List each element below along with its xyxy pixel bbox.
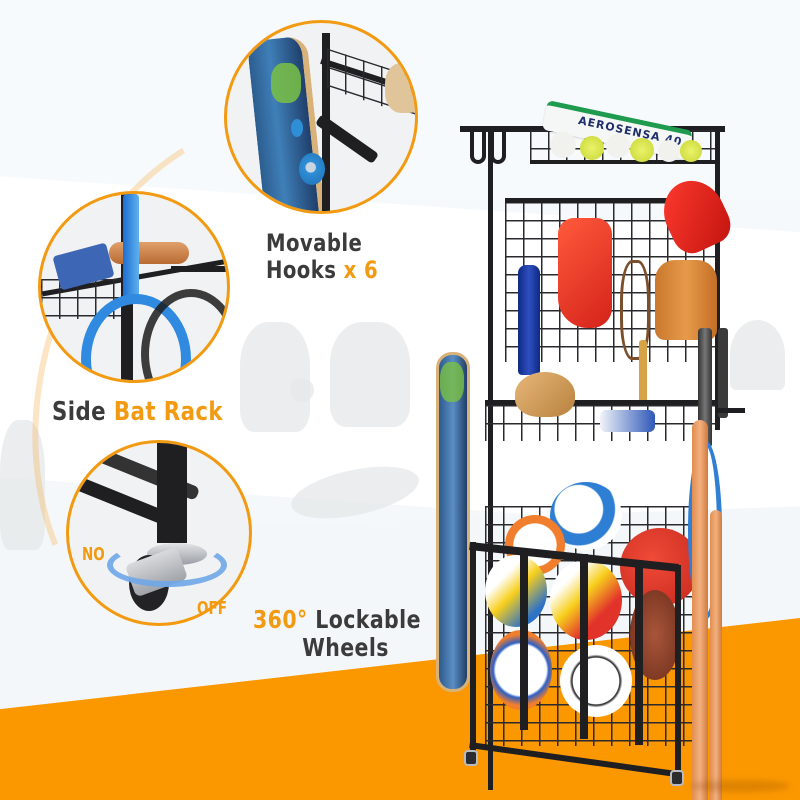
- tennis-ball: [680, 140, 702, 162]
- racket-handle: [123, 194, 139, 304]
- wheels-label-line1: 360° Lockable: [253, 606, 421, 634]
- ball-bin-strap: [520, 550, 528, 730]
- racket-handle: [698, 328, 712, 448]
- baseball: [550, 132, 576, 158]
- bat-holder-arm: [171, 266, 227, 272]
- basketball-player-silhouette: [240, 322, 310, 432]
- bat-rack-arm: [715, 408, 745, 413]
- glove-in-basket: [515, 372, 575, 417]
- bat-rack-label-accent: Bat Rack: [113, 397, 224, 427]
- hooks-label-line1: Movable: [266, 229, 363, 257]
- lock-label-off: OFF: [197, 598, 227, 619]
- wheels-label-accent: 360°: [253, 605, 308, 634]
- hooks-callout-circle: [224, 20, 418, 214]
- glove-in-basket: [385, 63, 415, 113]
- middle-basket-rim: [485, 400, 725, 405]
- volleyball-yellow: [485, 555, 547, 627]
- wheels-callout-image: [69, 443, 249, 623]
- caster-wheel-front-right: [670, 770, 684, 786]
- pump: [639, 340, 647, 404]
- baseball-bat: [692, 420, 708, 800]
- rack-shadow: [690, 780, 790, 792]
- rack-post-left: [488, 130, 493, 790]
- wheels-label-main: Lockable: [315, 605, 421, 634]
- wheels-label-line2: Wheels: [302, 633, 389, 662]
- racket-frame-black: [141, 289, 227, 380]
- baseball-glove: [655, 260, 717, 340]
- skateboard-wheel: [299, 153, 325, 185]
- hook-icon: [470, 130, 486, 164]
- rack-leg: [157, 443, 187, 543]
- feature-label-hooks: Movable Hooks x 6: [266, 230, 378, 284]
- skateboard: [436, 352, 470, 692]
- soccer-ball-classic: [560, 645, 632, 717]
- rack-post-right: [715, 130, 720, 430]
- skateboard-graphic: [271, 63, 301, 103]
- ball-bin-strap: [580, 554, 588, 739]
- hooks-label-main: Hooks: [266, 255, 337, 284]
- baseball-bat-end: [109, 242, 189, 264]
- bat-rack-label-main: Side: [52, 397, 107, 427]
- caster-wheel-front-left: [464, 750, 478, 766]
- ball-bin-bottom-rail: [469, 742, 683, 778]
- jump-rope: [620, 260, 650, 360]
- ball-bin-leg-front-left: [470, 542, 476, 762]
- shoe-in-basket: [600, 410, 655, 432]
- feature-label-bat-rack: Side Bat Rack: [52, 397, 224, 427]
- baseball: [658, 140, 680, 162]
- hooks-callout-image: [227, 23, 415, 211]
- hooks-count: x 6: [343, 255, 379, 284]
- product-rack: AEROSENSA 40: [430, 90, 800, 800]
- bat-rack-callout-circle: [38, 191, 230, 383]
- lock-label-no: NO: [82, 544, 105, 565]
- skateboard-wheel-back: [291, 119, 303, 137]
- ball-bin-strap: [635, 560, 643, 745]
- ball-bin-leg-front-right: [675, 565, 681, 775]
- basketball-silhouette: [290, 378, 314, 402]
- tennis-ball: [630, 138, 654, 162]
- skateboard-graphic: [440, 362, 464, 402]
- bat-rack-callout-image: [41, 194, 227, 380]
- orange-floor-base: [0, 760, 800, 800]
- feature-label-wheels: 360° Lockable Wheels: [253, 606, 421, 662]
- pegboard-top: [505, 198, 715, 203]
- defender-silhouette: [330, 322, 410, 427]
- skater-silhouette: [730, 320, 785, 390]
- tennis-player-silhouette: [0, 420, 45, 550]
- racket-handle-2: [718, 328, 728, 418]
- boxing-glove: [558, 218, 612, 328]
- water-bottle: [518, 265, 540, 375]
- top-shelf-bottom: [530, 160, 720, 164]
- tennis-ball: [580, 136, 604, 160]
- baseball: [606, 134, 630, 158]
- wheels-callout-circle: [66, 440, 252, 626]
- hooks-label-line2: Hooks x 6: [266, 255, 379, 284]
- rotation-arrow-icon: [107, 543, 227, 587]
- baseball-bat-2: [710, 510, 722, 800]
